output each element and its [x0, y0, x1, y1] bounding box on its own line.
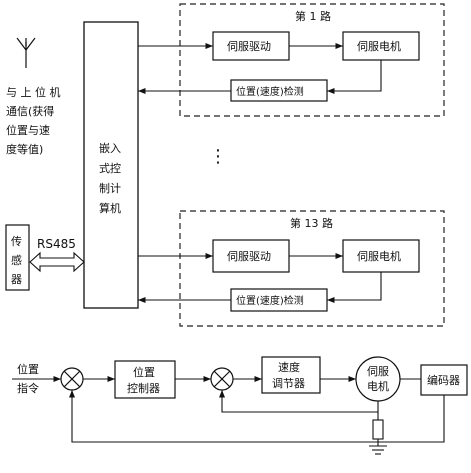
encoder-label: 编码器 [427, 373, 460, 387]
summing-junction-1 [60, 367, 84, 391]
channel-13-group: 第 13 路 伺服驱动 伺服电机 位置(速度)检测 [138, 210, 445, 327]
summing-junction-2 [210, 367, 234, 391]
channel-1-group: 第 1 路 伺服驱动 伺服电机 位置(速度)检测 [138, 3, 445, 117]
sensor-label: 传 感 器 [11, 235, 26, 286]
embedded-controller-label: 嵌入 式控 制计 算机 [99, 142, 125, 215]
channel-1-dashed-frame [179, 3, 445, 117]
rs485-link-arrow [29, 251, 85, 273]
channel-13-servo-drive-label: 伺服驱动 [227, 250, 271, 263]
channel-1-title: 第 1 路 [295, 9, 331, 23]
channel-13-servo-motor-box [342, 239, 420, 273]
speed-regulator-label: 速度 调节器 [272, 360, 305, 390]
channel-1-servo-motor-box [342, 31, 420, 61]
position-feedback-line [68, 390, 445, 443]
position-controller-label: 位置 控制器 [127, 365, 160, 395]
speed-feedback-line [218, 390, 379, 413]
sensor-box [5, 224, 30, 291]
embedded-controller-box [83, 21, 139, 309]
tachogenerator-box [372, 419, 384, 440]
host-communication-label: 与 上 位 机 通信(获得 位置与速 度等值) [6, 85, 64, 156]
ground-icon [369, 445, 387, 455]
channel-13-servo-motor-label: 伺服电机 [357, 249, 401, 263]
channel-ellipsis: ⋮ [209, 146, 227, 167]
position-controller-box [114, 360, 176, 399]
encoder-box [420, 364, 468, 396]
servo-motor-circle [355, 356, 401, 402]
channel-13-servo-drive-box [212, 239, 290, 273]
channel-1-motor-to-feedback-arrow [327, 60, 382, 95]
channel-13-dashed-frame [179, 210, 445, 327]
channel-13-feedback-label: 位置(速度)检测 [236, 294, 304, 307]
channel-13-title: 第 13 路 [290, 216, 333, 230]
position-command-label: 位置 指令 [17, 362, 43, 395]
channel-1-servo-motor-label: 伺服电机 [357, 39, 401, 53]
rs485-label: RS485 [37, 237, 76, 251]
channel-13-motor-to-feedback-arrow [327, 272, 382, 304]
speed-regulator-box [261, 356, 321, 394]
servo-motor-label: 伺服 电机 [367, 365, 393, 393]
channel-1-servo-drive-label: 伺服驱动 [227, 40, 271, 53]
antenna-icon [16, 37, 36, 68]
channel-1-feedback-label: 位置(速度)检测 [236, 85, 304, 98]
